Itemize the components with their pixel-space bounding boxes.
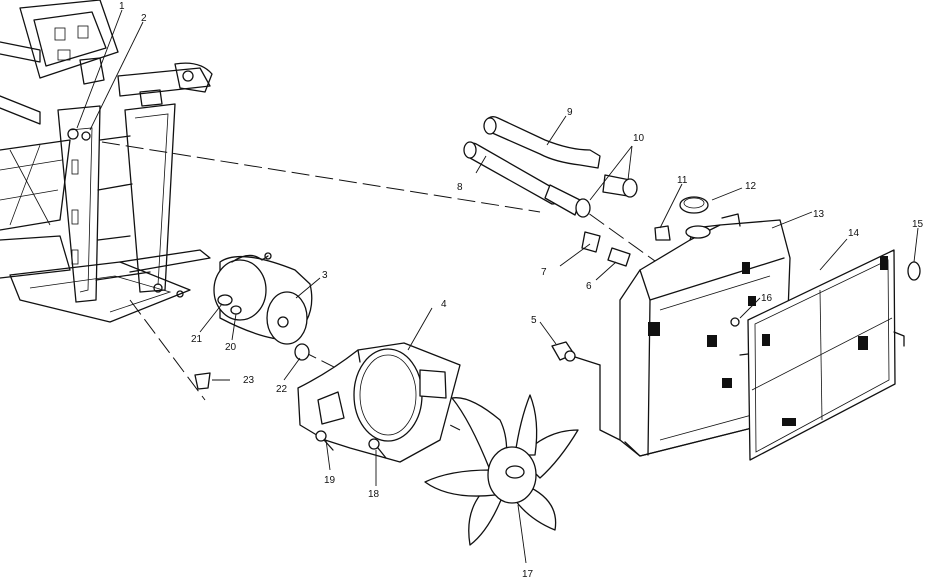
callout-11: 11 bbox=[677, 175, 688, 186]
screws bbox=[315, 430, 387, 459]
radiator-cap bbox=[679, 196, 709, 214]
callout-15: 15 bbox=[912, 219, 924, 230]
callout-9: 9 bbox=[567, 107, 573, 118]
callout-10: 10 bbox=[633, 133, 645, 144]
callout-13: 13 bbox=[813, 209, 825, 220]
fan-shroud-plate bbox=[297, 342, 461, 463]
callout-21: 21 bbox=[191, 334, 203, 345]
callout-6: 6 bbox=[586, 281, 592, 292]
callout-17: 17 bbox=[522, 569, 534, 577]
radiator-screen bbox=[739, 249, 905, 461]
leader-lines bbox=[76, 9, 919, 564]
callout-20: 20 bbox=[225, 342, 237, 353]
vehicle-frame bbox=[0, 0, 213, 323]
callout-14: 14 bbox=[848, 228, 860, 239]
motor-hardware bbox=[194, 294, 310, 390]
callout-4: 4 bbox=[441, 299, 447, 310]
callout-3: 3 bbox=[322, 270, 328, 281]
callout-8: 8 bbox=[457, 182, 463, 193]
washer-20 bbox=[230, 305, 242, 315]
callout-7: 7 bbox=[541, 267, 547, 278]
callout-23: 23 bbox=[243, 375, 255, 386]
screw-19 bbox=[315, 430, 327, 442]
callout-2: 2 bbox=[141, 13, 147, 24]
drain-petcock bbox=[551, 341, 601, 366]
hose-6 bbox=[607, 247, 631, 267]
hose-7 bbox=[581, 231, 601, 253]
cooling-fan bbox=[424, 394, 579, 546]
callout-16: 16 bbox=[761, 293, 773, 304]
callout-19: 19 bbox=[324, 475, 336, 486]
callout-22: 22 bbox=[276, 384, 288, 395]
spacer-22 bbox=[294, 343, 310, 361]
callout-5: 5 bbox=[531, 315, 537, 326]
radiator bbox=[599, 213, 791, 457]
clamp-10a bbox=[544, 184, 581, 216]
fitting-11 bbox=[654, 225, 671, 241]
callout-12: 12 bbox=[745, 181, 757, 192]
nut-21 bbox=[217, 294, 233, 306]
o-ring bbox=[907, 261, 921, 281]
grommet-23 bbox=[194, 372, 211, 390]
callout-labels: 1 2 3 4 5 6 7 8 9 10 11 12 13 14 15 16 1… bbox=[119, 1, 924, 577]
screw-18 bbox=[368, 438, 380, 450]
callout-1: 1 bbox=[119, 1, 125, 12]
coolant-hoses bbox=[463, 116, 671, 267]
callout-18: 18 bbox=[368, 489, 380, 500]
